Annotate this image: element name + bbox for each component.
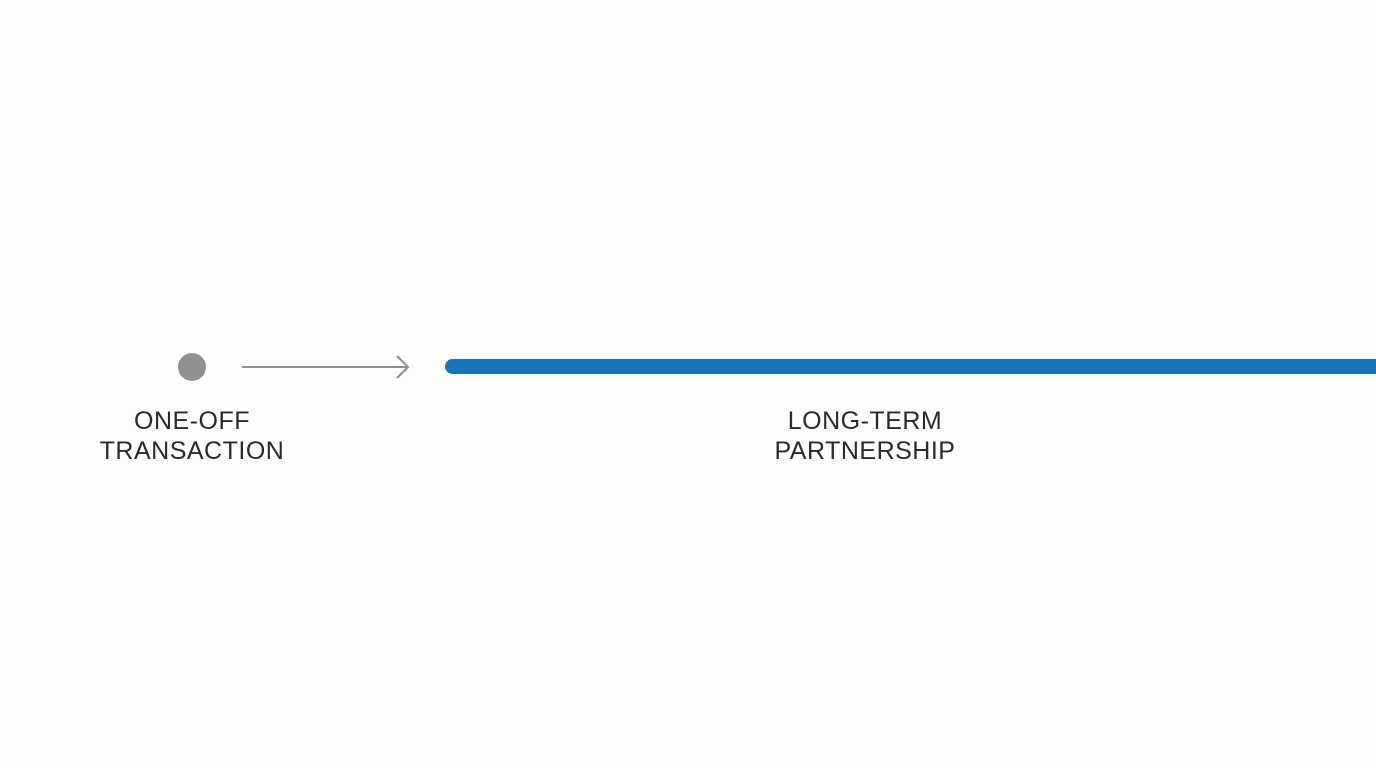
long-term-label-line1: LONG-TERM: [787, 407, 943, 435]
transaction-dot: [178, 353, 206, 381]
arrow-right-icon: [242, 355, 410, 379]
one-off-label-line2: TRANSACTION: [99, 437, 285, 465]
one-off-transaction-label: ONE-OFF TRANSACTION: [62, 406, 322, 466]
long-term-label-line2: PARTNERSHIP: [774, 437, 956, 465]
one-off-label-line1: ONE-OFF: [134, 407, 250, 435]
long-term-partnership-label: LONG-TERM PARTNERSHIP: [735, 406, 995, 466]
partnership-bar: [445, 359, 1376, 374]
